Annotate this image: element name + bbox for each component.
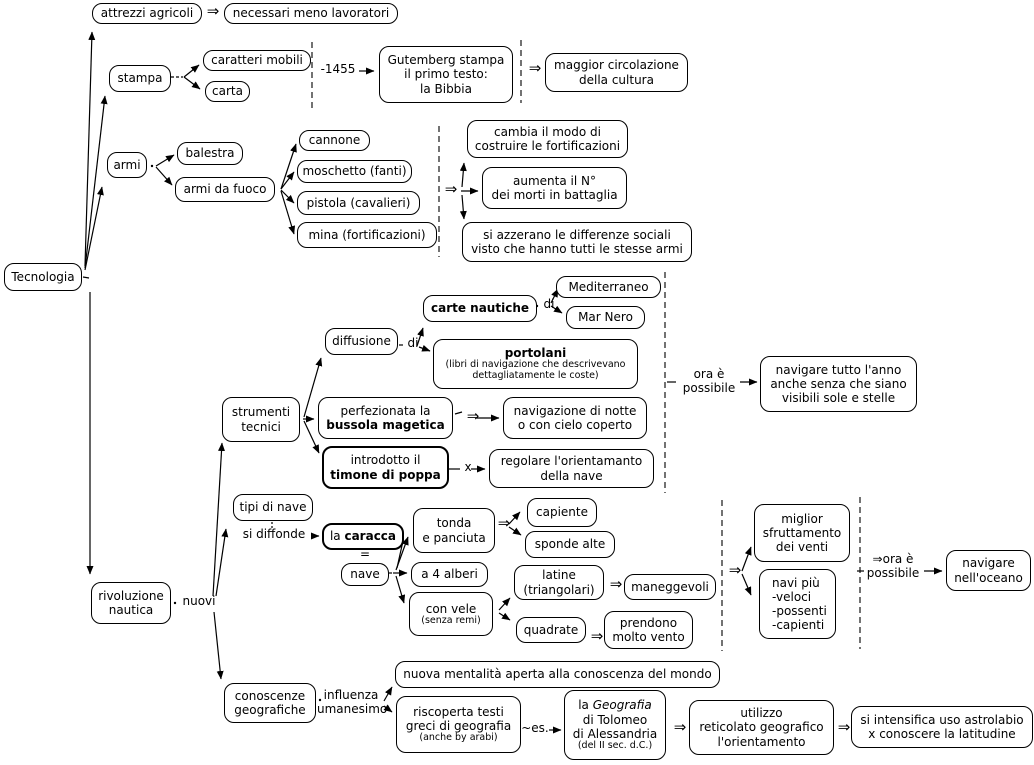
node-navigazione-notte: navigazione di notte o con cielo coperto (503, 397, 647, 439)
node-regolare-orientamento: regolare l'orientamanto della nave (489, 449, 654, 488)
node-cambia-fortificazioni: cambia il modo di costruire le fortifica… (467, 120, 628, 158)
node-vele-latine: latine (triangolari) (514, 565, 604, 600)
node-tipi-di-nave: tipi di nave (233, 494, 313, 521)
node-nuova-mentalita: nuova mentalità aperta alla conoscenza d… (395, 661, 720, 688)
node-sponde-alte: sponde alte (525, 531, 615, 558)
node-navigare-tutto-anno: navigare tutto l'anno anche senza che si… (760, 356, 917, 412)
imply-arrow: ⇒ (466, 407, 480, 425)
label-influenza-umanesimo: influenza umanesimo (317, 688, 388, 716)
node-capiente: capiente (527, 498, 597, 527)
node-intensifica-astrolabio: si intensifica uso astrolabio x conoscer… (851, 706, 1033, 748)
node-conoscenze-geografiche: conoscenze geografiche (224, 683, 316, 723)
label-di: di (543, 297, 555, 311)
node-diffusione: diffusione (325, 328, 398, 355)
label-1455: -1455 (320, 62, 356, 76)
imply-arrow: ⇒ (497, 514, 511, 532)
node-armi: armi (107, 152, 147, 178)
node-prendono-vento: prendono molto vento (604, 611, 693, 649)
imply-arrow: ⇒ (673, 718, 687, 736)
node-tecnologia: Tecnologia (4, 263, 82, 291)
label-si-diffonde: si diffonde (242, 527, 306, 541)
node-carte-nautiche: carte nautiche (423, 295, 537, 322)
node-mediterraneo: Mediterraneo (556, 276, 661, 298)
label-equals: = (359, 547, 371, 561)
node-azzerano-differenze: si azzerano le differenze sociali visto … (462, 222, 692, 262)
node-pistola: pistola (cavalieri) (297, 191, 420, 215)
node-riscoperta-testi: riscoperta testi greci di geografia(anch… (396, 696, 521, 753)
node-gutemberg: Gutemberg stampa il primo testo: la Bibb… (379, 46, 513, 103)
imply-arrow: ⇒ (528, 59, 542, 77)
imply-arrow: ⇒ (837, 718, 851, 736)
node-maggior-circolazione: maggior circolazione della cultura (545, 53, 688, 92)
node-utilizzo-reticolato: utilizzo reticolato geografico l'orienta… (689, 700, 834, 755)
node-necessari-meno-lavoratori: necessari meno lavoratori (224, 3, 398, 24)
label-imply-ora-e-possibile: ⇒ora è possibile (866, 552, 920, 580)
imply-arrow: ⇒ (728, 561, 742, 579)
label-x: x (464, 460, 472, 474)
imply-arrow: ⇒ (444, 180, 458, 198)
node-con-vele: con vele(senza remi) (409, 592, 493, 636)
label-nuovi: nuovi (182, 594, 216, 608)
node-mar-nero: Mar Nero (566, 306, 645, 329)
node-aumenta-morti: aumenta il N° dei morti in battaglia (482, 167, 627, 209)
node-portolani: portolani(libri di navigazione che descr… (433, 339, 638, 389)
node-attrezzi-agricoli: attrezzi agricoli (92, 3, 202, 24)
label-es: ~es. (521, 721, 549, 735)
node-armi-da-fuoco: armi da fuoco (175, 177, 275, 202)
node-rivoluzione-nautica: rivoluzione nautica (91, 582, 171, 624)
imply-arrow: ⇒ (206, 2, 220, 20)
imply-arrow: ⇒ (590, 627, 604, 645)
label-ora-e-possibile: ora è possibile (682, 367, 736, 395)
label-di: di (407, 336, 419, 350)
node-miglior-sfruttamento: miglior sfruttamento dei venti (754, 504, 850, 562)
node-cannone: cannone (299, 130, 370, 151)
node-caratteri-mobili: caratteri mobili (203, 50, 311, 71)
node-caracca: la caracca (322, 523, 404, 550)
node-carta: carta (205, 81, 250, 102)
node-maneggevoli: maneggevoli (624, 574, 716, 600)
node-quattro-alberi: a 4 alberi (411, 562, 488, 587)
node-tonda-panciuta: tonda e panciuta (413, 508, 495, 553)
node-stampa: stampa (109, 65, 171, 92)
node-moschetto: moschetto (fanti) (297, 160, 412, 183)
node-strumenti-tecnici: strumenti tecnici (222, 397, 300, 442)
node-navi-piu: navi più -veloci -possenti -capienti (759, 569, 836, 639)
imply-arrow: ⇒ (609, 575, 623, 593)
node-mina: mina (fortificazioni) (297, 222, 437, 248)
node-navigare-oceano: navigare nell'oceano (946, 550, 1031, 591)
node-balestra: balestra (177, 142, 243, 165)
node-nave: nave (341, 563, 389, 586)
node-vele-quadrate: quadrate (516, 617, 586, 643)
